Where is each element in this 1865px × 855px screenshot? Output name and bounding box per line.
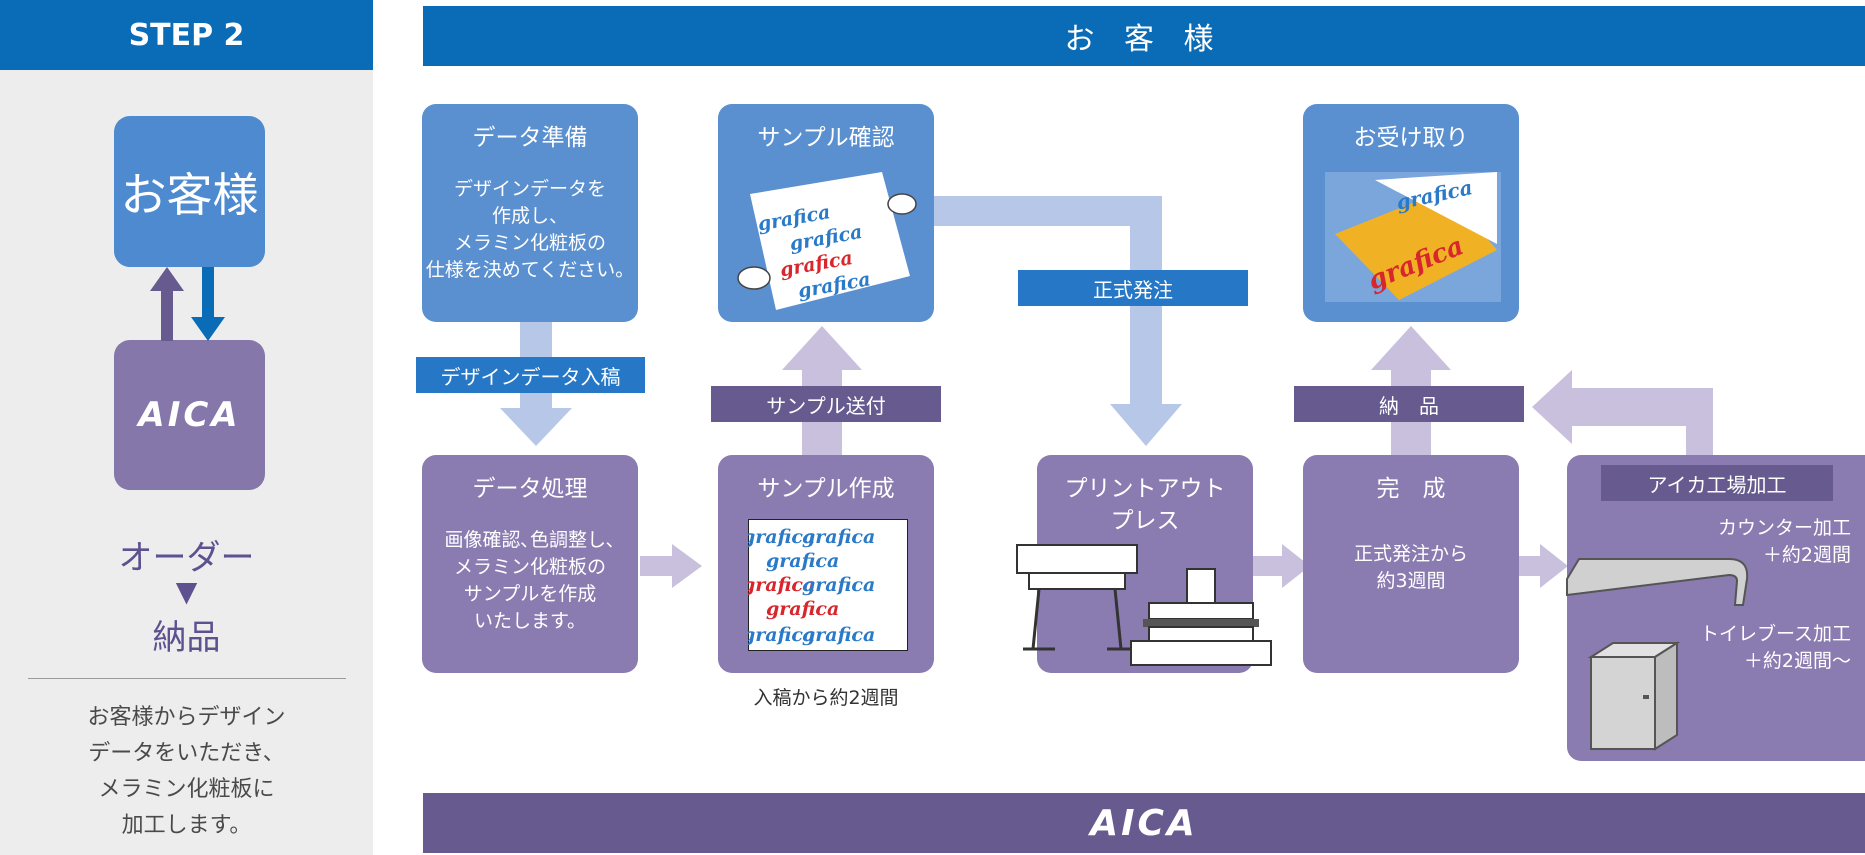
step-data-process: データ処理 画像確認､色調整し､ メラミン化粧板の サンプルを作成 いたします。 — [422, 455, 638, 673]
customer-banner: お 客 様 — [423, 6, 1865, 66]
tag-official-order: 正式発注 — [1018, 270, 1248, 306]
sample-word: grafica — [748, 624, 815, 646]
counter-icon — [1566, 558, 1749, 606]
down-triangle-icon: ▼ — [175, 575, 198, 608]
tag-delivery: 納 品 — [1294, 386, 1524, 422]
step-printout-press: プリントアウト プレス — [1016, 455, 1272, 673]
step-complete: 完 成 正式発注から 約3週間 — [1303, 455, 1519, 673]
step-header: STEP 2 — [0, 0, 373, 70]
hand-icon — [887, 193, 917, 215]
sample-word: grafica — [802, 574, 875, 596]
step-sample-make: サンプル作成 grafica grafica grafica grafica g… — [718, 455, 934, 673]
step-receive: お受け取り grafica grafica — [1303, 104, 1519, 322]
tag-sample-send: サンプル送付 — [711, 386, 941, 422]
sample-print-illustration: grafica grafica grafica grafica grafica … — [748, 519, 908, 651]
finished-panel-illustration: grafica grafica — [1325, 172, 1501, 302]
hand-icon — [737, 266, 771, 290]
tag-design-data-submit: デザインデータ入稿 — [416, 357, 645, 393]
aica-logo: AICA — [1090, 802, 1198, 844]
aica-banner: AICA — [423, 793, 1865, 853]
sample-word: grafica — [766, 550, 839, 572]
divider — [28, 678, 346, 679]
sample-lead-time: 入稿から約2週間 — [753, 687, 899, 709]
return-arrow-icon — [1532, 370, 1713, 465]
order-delivery-arrows — [150, 267, 225, 341]
sample-word: grafica — [748, 574, 815, 596]
sample-word: grafica — [748, 526, 815, 548]
printer-press-illustration — [1016, 544, 1272, 666]
step-sample-check: サンプル確認 grafica grafica grafica grafica — [718, 104, 934, 322]
order-label: オーダー — [118, 538, 255, 578]
aica-processing-tag: アイカ工場加工 — [1601, 465, 1833, 501]
sample-word: grafica — [802, 624, 875, 646]
step-aica-processing: アイカ工場加工 カウンター加工 ＋約2週間 トイレブース加工 ＋約2週間～ — [1566, 455, 1865, 761]
right-arrow-icon — [1252, 544, 1310, 588]
sample-sheet-illustration: grafica grafica grafica grafica — [737, 172, 917, 310]
toilet-booth-label: トイレブース加工 ＋約2週間～ — [1699, 623, 1851, 672]
sample-word: grafica — [766, 598, 839, 620]
delivery-label: 納品 — [152, 618, 221, 658]
aica-logo: AICA — [138, 395, 241, 435]
step-data-prep: データ準備 デザインデータを 作成し、 メラミン化粧板の 仕様を決めてください。 — [422, 104, 638, 322]
counter-label: カウンター加工 ＋約2週間 — [1717, 517, 1851, 566]
customer-box: お客様 — [114, 116, 265, 267]
toilet-booth-icon — [1587, 641, 1681, 751]
printer-icon — [1016, 544, 1139, 651]
right-arrow-icon — [1519, 544, 1568, 588]
sample-word: grafica — [802, 526, 875, 548]
step-description: お客様からデザイン データをいただき、 メラミン化粧板に 加工します。 — [87, 705, 286, 838]
right-arrow-icon — [640, 544, 702, 588]
aica-box: AICA — [114, 340, 265, 490]
down-arrow-icon — [191, 267, 225, 341]
press-icon — [1130, 568, 1272, 666]
elbow-arrow-icon — [930, 196, 1182, 446]
up-arrow-icon — [150, 267, 184, 341]
